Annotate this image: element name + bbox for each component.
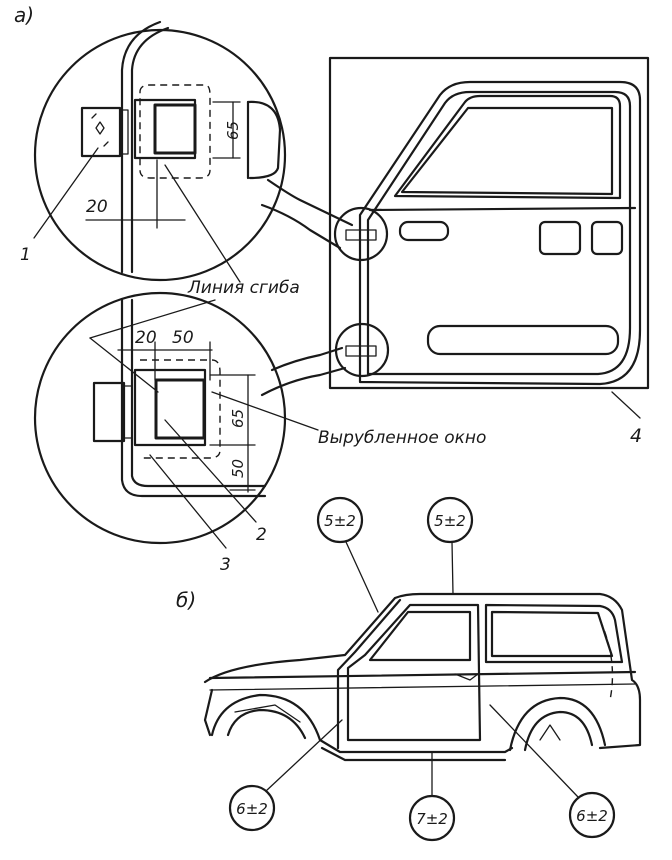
detail-circle-bottom: 20 50 65 50 2 3 [33,291,287,575]
callout-1: 1 [20,245,31,265]
dim-bottom-width-2: 50 [172,328,194,348]
callout-2: 2 [256,525,267,545]
cut-window-bottom [154,378,206,440]
cut-window-label: Вырубленное окно [318,428,486,448]
car-body-side-view [203,592,642,762]
bend-line-label: Линия сгиба [187,278,300,298]
door-panel: 4 [328,56,650,447]
gap-callout-sill: 7±2 [408,751,456,842]
gap-callout-front-lower: 6±2 [228,719,343,832]
gap-callout-roof-front: 5±2 [316,496,379,613]
detail-circle-top: 65 20 1 [20,20,287,282]
dim-top-height: 65 [224,121,242,140]
part-b-label: б) [176,588,196,612]
callout-3: 3 [220,555,231,575]
gap-roof-front: 5±2 [324,512,356,530]
gap-front-lower: 6±2 [236,800,268,818]
gap-rear-lower: 6±2 [576,807,608,825]
dim-bottom-width-1: 20 [135,328,157,348]
dim-top-width: 20 [86,197,108,217]
gap-roof-rear: 5±2 [434,512,466,530]
gap-callout-rear-lower: 6±2 [489,704,616,839]
dim-bottom-height-2: 50 [229,459,247,478]
cut-window-top [153,103,197,155]
gap-callout-roof-rear: 5±2 [426,496,474,595]
part-a-label: а) [14,3,34,27]
callout-4: 4 [630,425,642,447]
dim-bottom-height-1: 65 [229,409,247,428]
gap-sill: 7±2 [416,810,448,828]
